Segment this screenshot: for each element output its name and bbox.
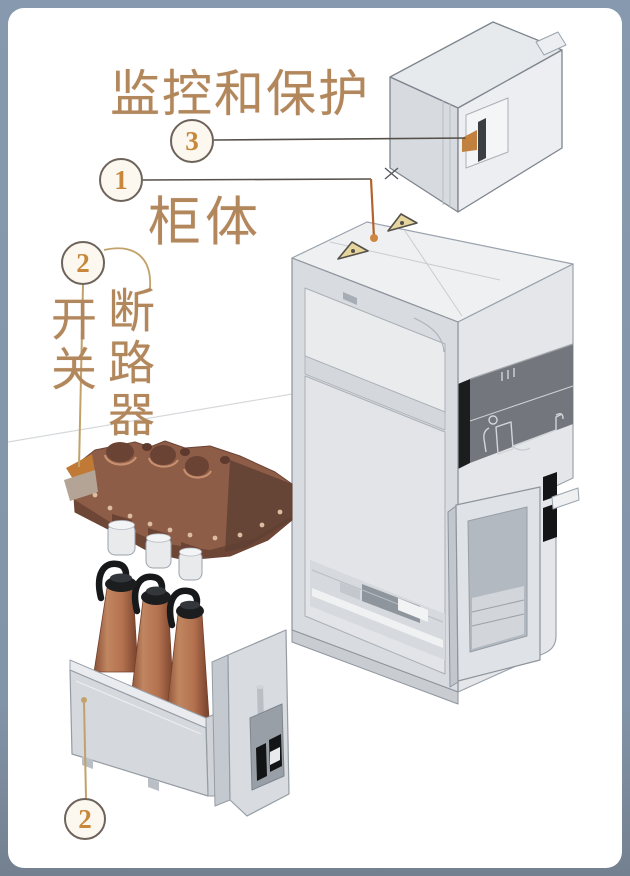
breaker-rivets bbox=[92, 492, 283, 541]
corner-brace-mark bbox=[384, 167, 399, 180]
callout-leader-lines bbox=[78, 134, 473, 799]
trolley-front-panel bbox=[69, 669, 209, 797]
leader-2-curve bbox=[103, 247, 151, 289]
exploded-view-canvas: 监控和保护 柜体 开关 断路器 3 1 2 2 bbox=[8, 8, 622, 868]
breaker-bushings bbox=[103, 442, 230, 479]
breaker-feet bbox=[107, 514, 203, 581]
label-switch: 开关 bbox=[45, 295, 96, 395]
callout-circle-1: 1 bbox=[99, 158, 143, 202]
callout-circle-2-bottom: 2 bbox=[64, 798, 106, 840]
trolley-rear-panel bbox=[211, 629, 290, 817]
trolley-feet bbox=[82, 756, 159, 791]
diagram-area: 监控和保护 柜体 开关 断路器 3 1 2 2 bbox=[8, 8, 622, 868]
callout-circle-3: 3 bbox=[170, 119, 214, 163]
brand-signature-mark bbox=[511, 445, 531, 451]
monitoring-protection-box bbox=[384, 21, 567, 213]
callout-circle-2-top: 2 bbox=[61, 241, 105, 285]
leader-2-bottom bbox=[83, 700, 87, 799]
busbar-duct bbox=[447, 486, 541, 688]
interior-fitting bbox=[343, 292, 357, 305]
cabinet-body-illustration bbox=[291, 213, 580, 705]
warning-triangle-sticker bbox=[387, 213, 418, 232]
trolley-illustration bbox=[69, 560, 290, 817]
cabinet-floor-rails bbox=[310, 560, 445, 660]
band-black-edge bbox=[458, 379, 470, 469]
leader-3 bbox=[213, 137, 469, 141]
vent-slot bbox=[543, 472, 557, 501]
leader-1 bbox=[142, 178, 372, 181]
vent-slot bbox=[543, 503, 557, 542]
label-monitoring-protection: 监控和保护 bbox=[110, 66, 370, 122]
switchgear-illustration bbox=[8, 21, 580, 817]
operating-mechanism-sketch bbox=[483, 368, 564, 455]
insulator-caps bbox=[105, 573, 204, 619]
leader-2-top bbox=[78, 284, 84, 468]
copper-insulators bbox=[93, 587, 210, 719]
background-seam-line bbox=[8, 393, 293, 443]
box-display-recess bbox=[462, 97, 509, 169]
circuit-breaker-illustration bbox=[64, 440, 293, 581]
warning-triangle-sticker bbox=[337, 241, 369, 260]
label-cabinet-body: 柜体 bbox=[148, 194, 262, 252]
breaker-base-plate bbox=[64, 470, 98, 501]
box-hinge-tab bbox=[535, 31, 567, 56]
label-circuit-breaker: 断路器 bbox=[100, 286, 152, 442]
side-bracket bbox=[551, 487, 580, 510]
